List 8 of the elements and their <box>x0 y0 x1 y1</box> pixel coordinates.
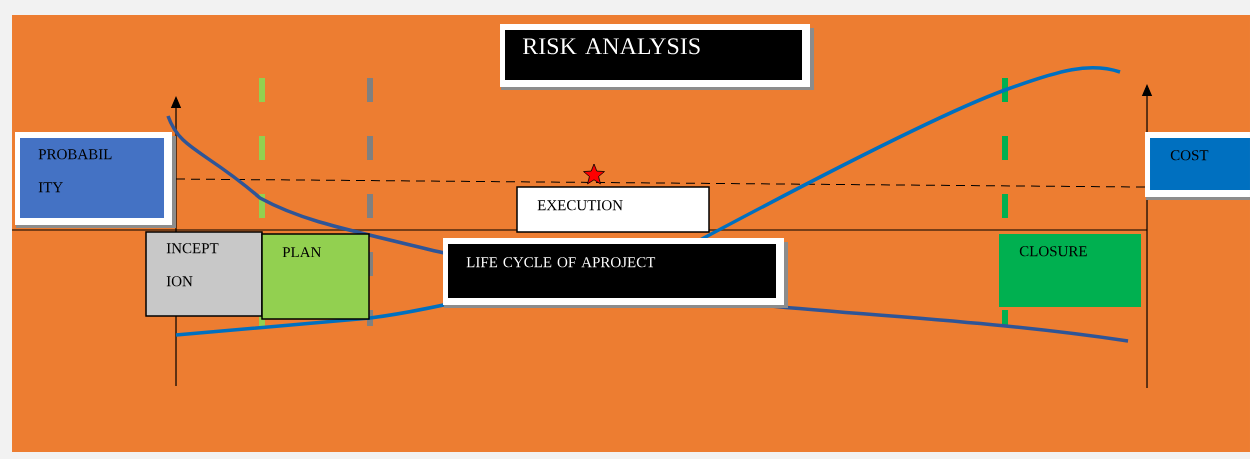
axis-label-box: COST <box>1145 132 1250 200</box>
axis-label-box: PROBABIL ITY <box>15 132 176 228</box>
title-box: RISK ANALYSIS <box>500 24 814 90</box>
phase-box: CLOSURE <box>999 234 1141 307</box>
phase-box: PLAN <box>261 233 370 320</box>
phase-box: INCEPT ION <box>145 231 263 317</box>
phase-box: EXECUTION <box>516 186 710 233</box>
label-box: LIFE CYCLE OF APROJECT <box>443 238 788 308</box>
